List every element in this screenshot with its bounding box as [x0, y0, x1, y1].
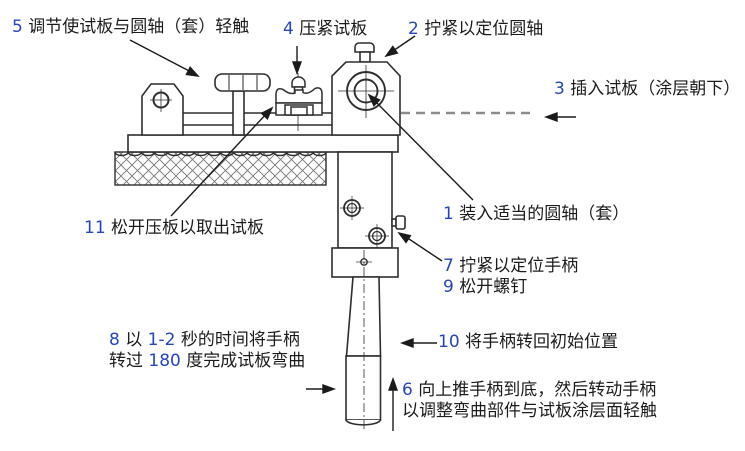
- callout-6-line1: 6 向上推手柄到底，然后转动手柄: [402, 380, 657, 400]
- arrow-6: [388, 376, 398, 431]
- arrow-10: [399, 338, 437, 348]
- callout-10-return-handle: 10 将手柄转回初始位置: [438, 332, 619, 352]
- bench-table: [114, 151, 327, 186]
- side-locking-screw: [391, 215, 406, 230]
- callout-1-install-proper-mandrel: 1 装入适当的圆轴（套）: [443, 204, 630, 224]
- callout-arrows: [129, 35, 576, 431]
- arrow-5: [129, 39, 200, 77]
- callout-11-release-plate-remove-panel: 11 松开压板以取出试板: [84, 218, 265, 238]
- collar-block: [331, 247, 399, 278]
- clamp-knob: [291, 76, 306, 88]
- arrow-4: [292, 46, 302, 76]
- callout-8-rotate-handle-180: 8 以 1-2 秒的时间将手柄 转过 180 度完成试板弯曲: [109, 330, 305, 372]
- callout-5-adjust-panel-touch-mandrel: 5 调节使试板与圆轴（套）轻触: [12, 17, 250, 37]
- handle-grip: [345, 355, 382, 421]
- arrow-1: [367, 93, 474, 201]
- handle-bottom-cap: [345, 419, 382, 426]
- lower-column: [337, 151, 406, 249]
- callout-8-line2: 转过 180 度完成试板弯曲: [109, 351, 306, 371]
- callout-8-line1: 8 以 1-2 秒的时间将手柄: [109, 330, 300, 350]
- column-bolt-lower: [365, 224, 389, 248]
- handle-assembly: [331, 247, 399, 431]
- arrow-8: [306, 384, 337, 394]
- arrow-11: [170, 106, 274, 217]
- clamp-wings: [275, 87, 323, 104]
- callout-7-tighten-to-locate-handle: 7 拧紧以定位手柄: [443, 256, 579, 276]
- callout-6-push-handle-up: 6 向上推手柄到底，然后转动手柄 以调整弯曲部件与试板涂层面轻触: [402, 380, 657, 422]
- arrow-2: [384, 35, 416, 58]
- base-plate: [127, 134, 399, 153]
- left-bracket: [141, 83, 184, 136]
- callout-6-line2: 以调整弯曲部件与试板涂层面轻触: [402, 401, 657, 421]
- top-set-screw: [354, 42, 375, 53]
- callout-3-insert-test-panel: 3 插入试板（涂层朝下）: [554, 79, 741, 99]
- column-bolt-upper: [340, 196, 364, 220]
- handle-taper: [345, 276, 382, 357]
- callout-4-press-test-panel: 4 压紧试板: [283, 19, 368, 39]
- callout-2-tighten-to-locate-mandrel: 2 拧紧以定位圆轴: [408, 19, 544, 39]
- arrow-7-9: [397, 231, 443, 262]
- pressing-plate-clamp: [275, 73, 323, 131]
- mandrel-block: [331, 42, 401, 136]
- arrow-3: [543, 112, 576, 122]
- wing-nut-stem: [232, 90, 245, 136]
- wing-nut: [214, 73, 271, 136]
- callout-9-loosen-screw: 9 松开螺钉: [443, 277, 528, 297]
